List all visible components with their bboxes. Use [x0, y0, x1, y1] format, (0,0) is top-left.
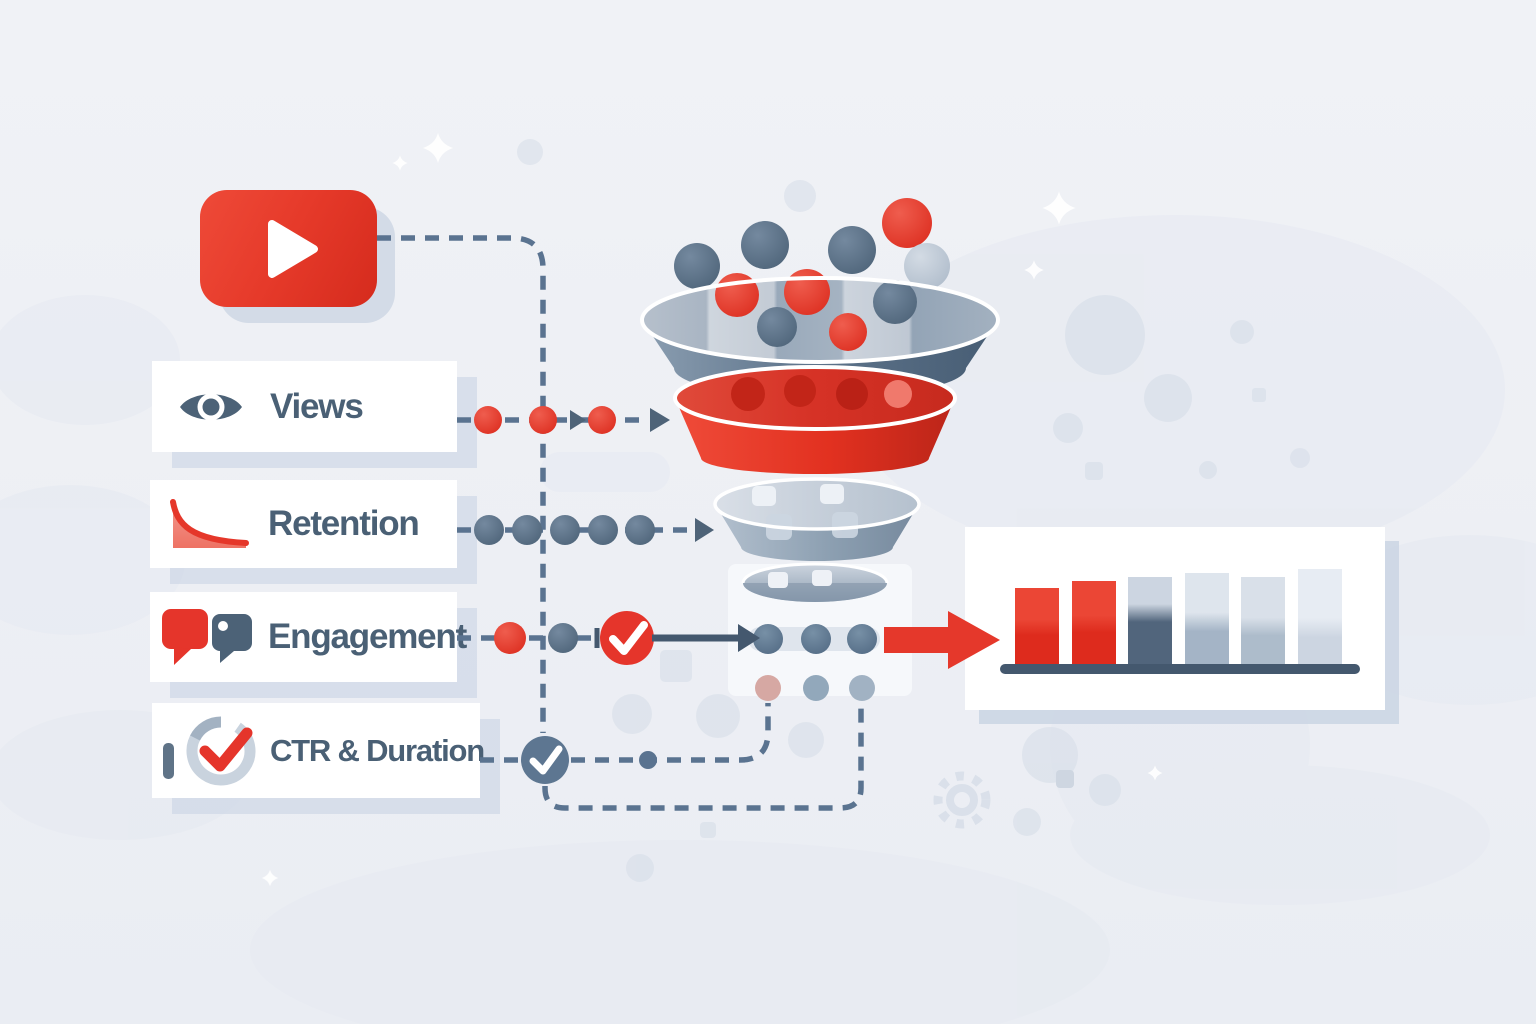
bar-chart-card [965, 527, 1385, 710]
chart-bar-4 [1184, 573, 1229, 667]
checkmark-gauge-icon [152, 713, 270, 789]
funnel-stage-outlet [741, 562, 889, 602]
chart-bar-2 [1071, 581, 1116, 667]
chat-bubbles-icon [150, 605, 268, 669]
falling-balls [674, 198, 950, 351]
connector-ctr-to-dot [571, 703, 771, 763]
chart-bar-5 [1241, 577, 1285, 667]
metric-label-views: Views [270, 386, 364, 426]
metric-card-engagement: Engagement [150, 592, 467, 682]
chart-bar-3 [1128, 577, 1172, 667]
metric-label-ctr-duration: CTR & Duration [270, 732, 485, 768]
funnel-output-dots [748, 624, 880, 701]
decor-dots [517, 139, 1310, 882]
red-check-badge [600, 611, 654, 665]
funnel-stage-intake [640, 198, 1000, 398]
metric-card-views: Views [152, 361, 457, 452]
engagement-solid-arrow [652, 624, 760, 652]
metric-label-engagement: Engagement [268, 617, 467, 656]
chart-bar-1 [1015, 588, 1059, 667]
play-icon [267, 219, 318, 278]
metric-card-ctr-duration: CTR & Duration [152, 703, 485, 798]
funnel-stage-red [673, 365, 957, 474]
chart-bar-6 [1297, 569, 1342, 667]
metric-card-retention: Retention [150, 480, 457, 568]
retention-curve-icon [150, 496, 268, 552]
gear-icon [933, 771, 991, 829]
youtube-logo [200, 190, 377, 307]
slate-check-badge [521, 736, 569, 784]
metric-label-retention: Retention [268, 504, 420, 543]
connector-bottom-loop [542, 703, 864, 811]
funnel-stage-gray [713, 477, 921, 561]
chart-baseline [1000, 664, 1360, 674]
funnel-outlet-panel [728, 564, 912, 696]
eye-icon [152, 385, 270, 429]
connector-dots [474, 406, 714, 769]
